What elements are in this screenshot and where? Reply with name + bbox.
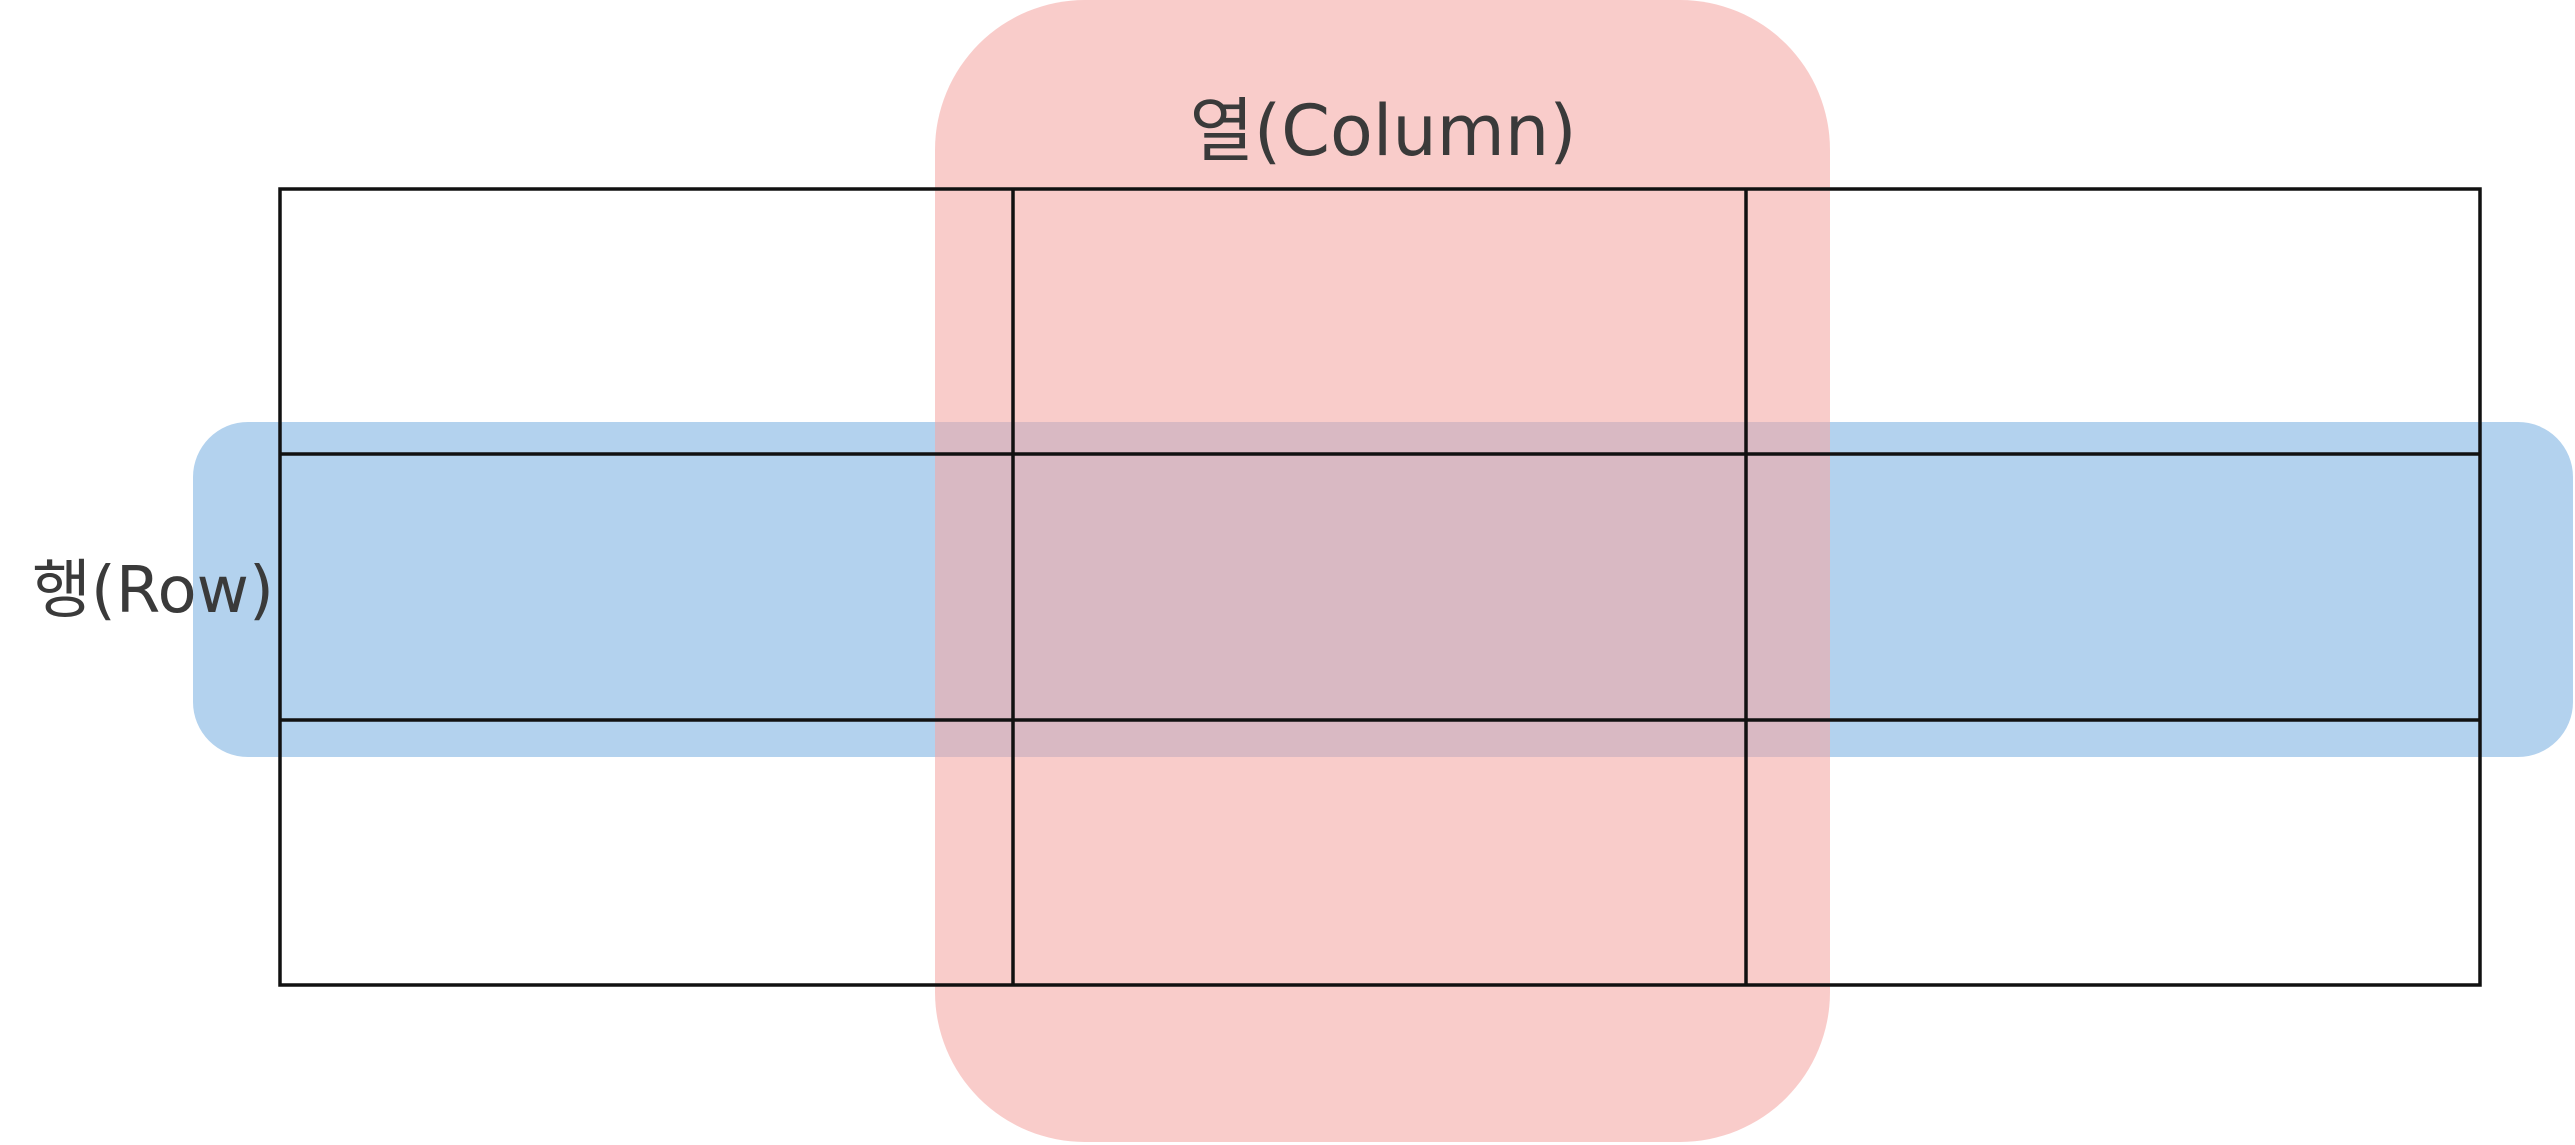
row-label: 행(Row)	[32, 554, 274, 628]
grid-outer-border	[278, 187, 2482, 987]
column-label: 열(Column)	[1189, 90, 1576, 172]
column-highlight	[935, 0, 1830, 1142]
grid-table	[278, 187, 2482, 987]
